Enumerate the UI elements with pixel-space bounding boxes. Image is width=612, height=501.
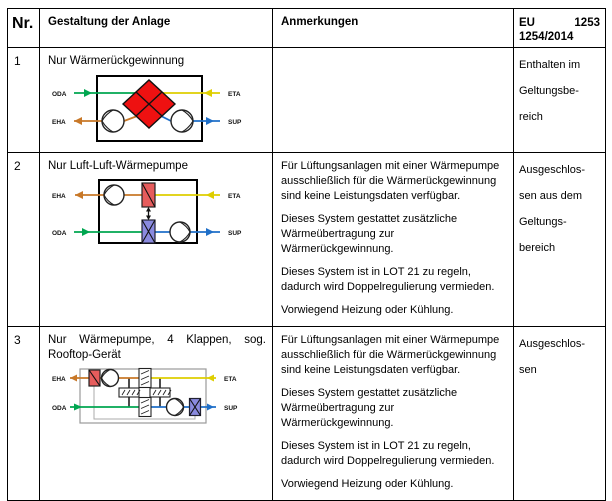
col-header-eu: EU 1253 1254/2014	[513, 8, 606, 48]
sup-arrow	[206, 228, 214, 236]
fan-icon	[169, 221, 191, 243]
plate-heat-exchanger-icon	[121, 79, 177, 129]
note-paragraph: Dieses System ist in LOT 21 zu regeln, d…	[281, 266, 495, 293]
oda-arrow	[84, 89, 92, 97]
row2-design-cell: Nur Luft-Luft-Wärmepumpe	[39, 152, 273, 327]
damper-icon	[138, 396, 152, 418]
eha-label: EHA	[52, 119, 66, 126]
col-header-nr: Nr.	[7, 8, 40, 48]
fan-icon	[170, 109, 194, 133]
eta-label: ETA	[228, 193, 241, 200]
table-row: 2 Nur Luft-Luft-Wärmepumpe	[7, 152, 606, 327]
refrigerant-double-arrow-icon	[146, 207, 151, 220]
evaporator-coil-icon	[141, 219, 156, 244]
eu-status-line: reich	[519, 111, 543, 123]
heat-recovery-diagram: ODA EHA ETA SUP	[52, 75, 242, 142]
header-row: Nr. Gestaltung der Anlage Anmerkungen EU…	[7, 8, 606, 48]
row1-eu-cell: Enthalten im Geltungsbe- reich	[513, 47, 606, 153]
row2-number: 2	[7, 152, 40, 327]
damper-icon	[118, 387, 141, 398]
condenser-coil-icon	[88, 369, 101, 387]
eu-status-line: Geltungs-	[519, 216, 567, 228]
note-paragraph: Dieses System gestattet zusätzliche Wärm…	[281, 213, 458, 255]
eta-arrow	[204, 89, 212, 97]
sup-label: SUP	[224, 405, 238, 412]
sup-arrow	[206, 117, 214, 125]
eu-status-line: Enthalten im	[519, 59, 581, 71]
condenser-coil-icon	[141, 182, 156, 208]
rooftop-unit-diagram: EHA ODA ETA SUP	[52, 367, 238, 424]
row3-title-line1: Nur Wärmepumpe, 4 Klappen, sog.	[48, 334, 266, 346]
note-paragraph: Vorwiegend Heizung oder Kühlung.	[281, 478, 454, 490]
col-header-design: Gestaltung der Anlage	[39, 8, 273, 48]
eu-status-line: sen aus dem	[519, 190, 582, 202]
note-paragraph: Dieses System ist in LOT 21 zu regeln, d…	[281, 440, 495, 467]
refrigerant-pipe	[93, 386, 196, 420]
note-paragraph: Dieses System gestattet zusätzliche Wärm…	[281, 387, 458, 429]
eu-status-line: Ausgeschlos-	[519, 164, 586, 176]
eu-status-line: bereich	[519, 242, 556, 254]
oda-arrow	[82, 228, 90, 236]
oda-arrow	[74, 403, 82, 411]
note-paragraph: Für Lüftungsanlagen mit einer Wärmepumpe…	[281, 334, 500, 376]
fan-icon	[165, 397, 185, 417]
damper-icon	[149, 387, 172, 398]
row2-eu-cell: Ausgeschlos- sen aus dem Geltungs- berei…	[513, 152, 606, 327]
eha-label: EHA	[52, 376, 66, 383]
sup-arrow	[207, 403, 214, 411]
note-paragraph: Vorwiegend Heizung oder Kühlung.	[281, 304, 454, 316]
fan-icon	[101, 109, 125, 133]
row3-title-line2: Rooftop-Gerät	[48, 349, 121, 361]
row1-number: 1	[7, 47, 40, 153]
row3-eu-cell: Ausgeschlos- sen	[513, 326, 606, 501]
eta-label: ETA	[228, 91, 241, 98]
row2-title: Nur Luft-Luft-Wärmepumpe	[48, 160, 188, 172]
eha-label: EHA	[52, 193, 66, 200]
eu-header-line2: 1254/2014	[519, 31, 574, 43]
table-row: 1 Nur Wärmerückgewinnung	[7, 47, 606, 153]
oda-label: ODA	[52, 230, 67, 237]
evaporator-coil-icon	[188, 397, 202, 417]
eha-arrow	[74, 117, 82, 125]
eha-arrow	[75, 191, 83, 199]
sup-label: SUP	[228, 119, 242, 126]
fan-icon	[100, 368, 120, 388]
eu-status-line: sen	[519, 364, 537, 376]
eta-arrow	[206, 191, 214, 199]
row1-title: Nur Wärmerückgewinnung	[48, 55, 185, 67]
row3-notes-cell: Für Lüftungsanlagen mit einer Wärmepumpe…	[272, 326, 514, 501]
eu-status-line: Ausgeschlos-	[519, 338, 586, 350]
oda-label: ODA	[52, 405, 67, 412]
col-header-notes: Anmerkungen	[272, 8, 514, 48]
row3-number: 3	[7, 326, 40, 501]
heat-pump-diagram: EHA ODA ETA SUP	[52, 179, 242, 244]
note-paragraph: Für Lüftungsanlagen mit einer Wärmepumpe…	[281, 160, 500, 202]
sup-label: SUP	[228, 230, 242, 237]
regulation-table: Nr. Gestaltung der Anlage Anmerkungen EU…	[7, 8, 606, 501]
eta-arrow	[207, 374, 214, 382]
table-row: 3 Nur Wärmepumpe, 4 Klappen, sog. Roofto…	[7, 326, 606, 501]
eta-label: ETA	[224, 376, 237, 383]
eu-status-line: Geltungsbe-	[519, 85, 579, 97]
row2-notes-cell: Für Lüftungsanlagen mit einer Wärmepumpe…	[272, 152, 514, 327]
oda-label: ODA	[52, 91, 67, 98]
row3-design-cell: Nur Wärmepumpe, 4 Klappen, sog. Rooftop-…	[39, 326, 273, 501]
eha-arrow	[70, 374, 77, 382]
row1-design-cell: Nur Wärmerückgewinnung	[39, 47, 273, 153]
eu-header-line1: EU 1253	[519, 17, 600, 29]
fan-icon	[103, 184, 125, 206]
damper-icon	[138, 367, 152, 389]
row1-notes-cell	[272, 47, 514, 153]
